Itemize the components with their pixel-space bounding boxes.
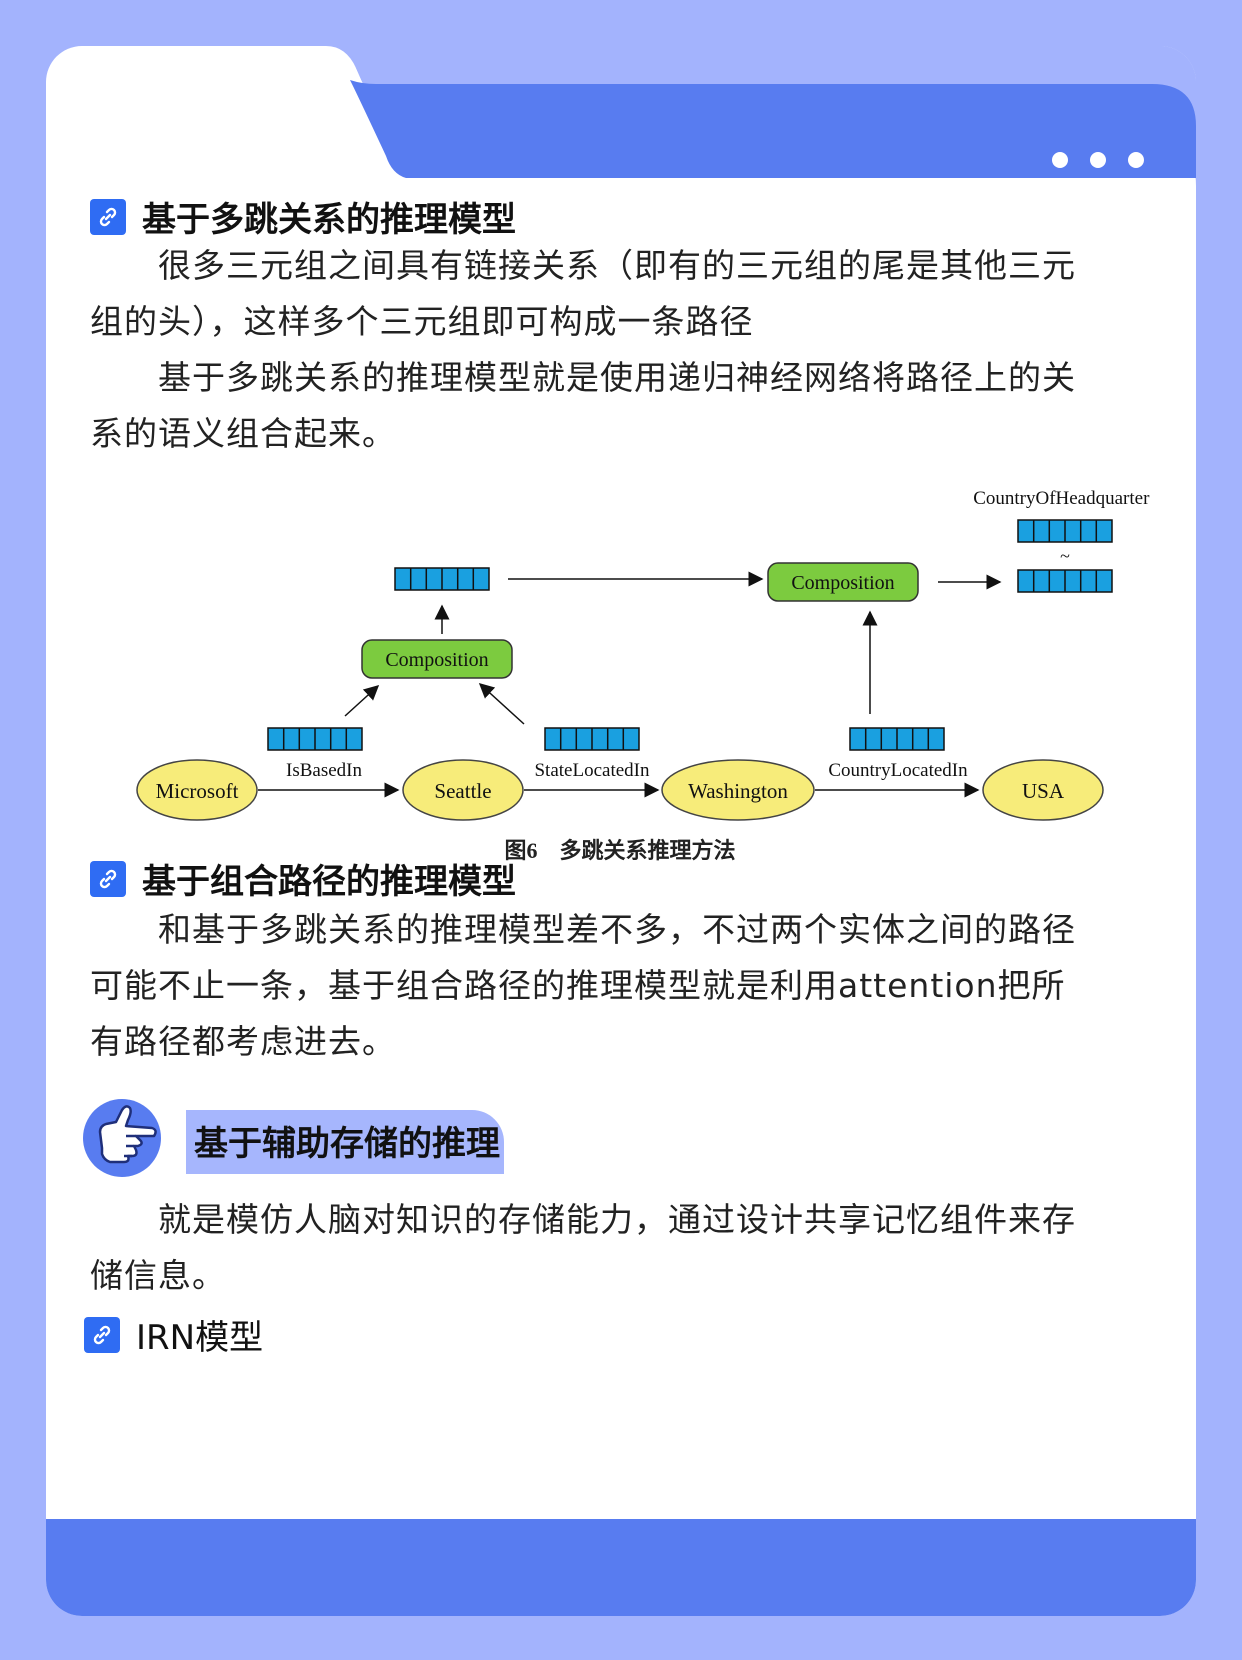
path-vector bbox=[1017, 569, 1113, 593]
dot bbox=[1052, 152, 1068, 168]
entity-label: USA bbox=[1022, 779, 1065, 803]
entity-label: Microsoft bbox=[156, 779, 239, 803]
entity-label: Seattle bbox=[434, 779, 491, 803]
paragraph-line: 有路径都考虑进去。 bbox=[90, 1022, 396, 1061]
dot bbox=[1090, 152, 1106, 168]
content-card: 基于多跳关系的推理模型 很多三元组之间具有链接关系（即有的三元组的尾是其他三元 … bbox=[46, 46, 1196, 1616]
pointing-hand-icon bbox=[83, 1099, 161, 1177]
paragraph-line: 组的头），这样多个三元组即可构成一条路径 bbox=[90, 302, 754, 341]
entity-node bbox=[661, 759, 815, 821]
section-heading-text: 基于多跳关系的推理模型 bbox=[142, 200, 516, 240]
composition-node bbox=[361, 639, 513, 679]
relation-label: CountryLocatedIn bbox=[828, 760, 968, 781]
composition-label: Composition bbox=[385, 649, 488, 671]
relation-vector bbox=[267, 727, 363, 751]
composition-input-arrow bbox=[478, 682, 525, 725]
relation-vector bbox=[849, 727, 945, 751]
footer-bar bbox=[46, 1519, 1196, 1616]
section-heading-irn: IRN模型 bbox=[84, 1310, 263, 1359]
relation-vector bbox=[544, 727, 640, 751]
dot bbox=[1128, 152, 1144, 168]
target-relation-label: CountryOfHeadquarters bbox=[973, 488, 1150, 509]
link-icon bbox=[90, 198, 126, 235]
composition-node bbox=[767, 562, 919, 602]
heading-highlight bbox=[186, 1110, 504, 1174]
entity-node bbox=[402, 759, 524, 821]
approx-symbol: ~ bbox=[1060, 546, 1070, 566]
paragraph-multihop-2: 基于多跳关系的推理模型就是使用递归神经网络将路径上的关 系的语义组合起来。 bbox=[90, 350, 1166, 462]
section-heading-memory: 基于辅助存储的推理 bbox=[82, 1096, 562, 1180]
paragraph-line: 和基于多跳关系的推理模型差不多，不过两个实体之间的路径 bbox=[158, 910, 1076, 949]
card-header-tab bbox=[326, 46, 1196, 186]
section-heading-text: 基于辅助存储的推理 bbox=[194, 1124, 500, 1164]
composition-input-arrow bbox=[344, 684, 380, 717]
paragraph-line: 基于多跳关系的推理模型就是使用递归神经网络将路径上的关 bbox=[158, 358, 1076, 397]
paragraph-line: 储信息。 bbox=[90, 1256, 226, 1295]
relation-label: IsBasedIn bbox=[286, 760, 362, 781]
paragraph-multihop-1: 很多三元组之间具有链接关系（即有的三元组的尾是其他三元 组的头），这样多个三元组… bbox=[90, 238, 1166, 350]
multihop-reasoning-diagram: Microsoft Seattle Washington USA IsBased… bbox=[136, 488, 1150, 863]
paragraph-composite-path: 和基于多跳关系的推理模型差不多，不过两个实体之间的路径 可能不止一条，基于组合路… bbox=[90, 902, 1166, 1070]
figure-caption: 图6 多跳关系推理方法 bbox=[504, 838, 735, 863]
paragraph-line: 可能不止一条，基于组合路径的推理模型就是利用attention把所 bbox=[90, 966, 1066, 1005]
relation-label: StateLocatedIn bbox=[534, 760, 650, 781]
entity-label: Washington bbox=[688, 779, 788, 803]
entity-node bbox=[982, 759, 1104, 821]
link-icon bbox=[84, 1316, 120, 1353]
section-heading-text: 基于组合路径的推理模型 bbox=[142, 862, 516, 902]
composition-label: Composition bbox=[791, 572, 894, 594]
paragraph-line: 就是模仿人脑对知识的存储能力，通过设计共享记忆组件来存 bbox=[158, 1200, 1076, 1239]
paragraph-line: 很多三元组之间具有链接关系（即有的三元组的尾是其他三元 bbox=[158, 246, 1076, 285]
paragraph-line: 系的语义组合起来。 bbox=[90, 414, 396, 453]
section-heading-composite-path: 基于组合路径的推理模型 bbox=[90, 854, 516, 903]
section-heading-multihop: 基于多跳关系的推理模型 bbox=[90, 192, 516, 241]
section-heading-text: IRN模型 bbox=[136, 1318, 264, 1358]
link-icon bbox=[90, 860, 126, 897]
target-relation-vector bbox=[1017, 519, 1113, 543]
window-dots bbox=[1052, 152, 1144, 168]
path-vector bbox=[394, 567, 490, 591]
entity-node bbox=[136, 759, 258, 821]
paragraph-memory: 就是模仿人脑对知识的存储能力，通过设计共享记忆组件来存 储信息。 bbox=[90, 1192, 1166, 1304]
